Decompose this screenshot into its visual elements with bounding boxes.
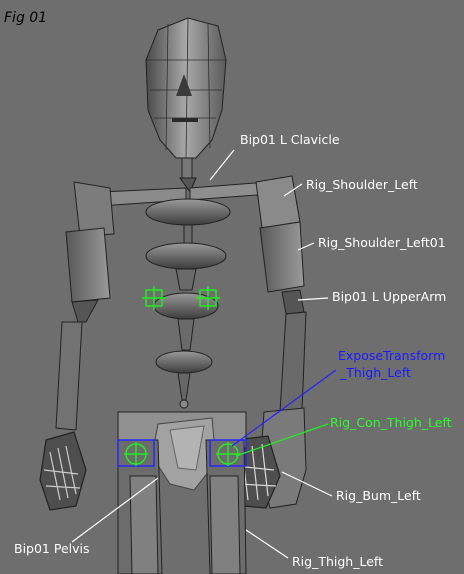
- label-expose-transform-line2: _Thigh_Left: [339, 365, 411, 380]
- label-rig-thigh-left: Rig_Thigh_Left: [292, 554, 383, 569]
- right-arm-mesh: [39, 181, 115, 511]
- leg-mesh: [117, 439, 247, 574]
- figure-title: Fig 01: [4, 10, 47, 26]
- label-rig-shoulder-left01: Rig_Shoulder_Left01: [318, 235, 446, 250]
- label-bip01-pelvis: Bip01 Pelvis: [14, 541, 90, 556]
- label-rig-con-thigh-left: Rig_Con_Thigh_Left: [330, 415, 452, 430]
- leader-upperarm: [297, 297, 329, 301]
- head-mesh: [145, 17, 227, 159]
- leader-pelvis: [71, 477, 159, 543]
- label-bip01-l-clavicle: Bip01 L Clavicle: [240, 132, 340, 147]
- leader-con-thigh: [235, 423, 329, 457]
- leader-lines: [71, 149, 337, 559]
- pelvis-mesh: [117, 411, 247, 491]
- leader-thigh: [245, 529, 289, 559]
- label-expose-transform-line1: ExposeTransform: [338, 348, 445, 363]
- neck-bones: [179, 157, 197, 194]
- leader-expose-transform: [231, 369, 337, 447]
- leader-clavicle: [209, 149, 235, 181]
- right-hand-mesh: [39, 431, 87, 511]
- leader-shoulder: [283, 183, 303, 197]
- label-rig-shoulder-left: Rig_Shoulder_Left: [306, 177, 418, 192]
- chest-rig-helpers: [142, 286, 220, 310]
- label-bip01-l-upperarm: Bip01 L UpperArm: [332, 289, 446, 304]
- leader-shoulder01: [297, 242, 315, 251]
- leader-bum: [281, 471, 333, 497]
- spine-mesh: [145, 198, 231, 409]
- label-rig-bum-left: Rig_Bum_Left: [336, 488, 421, 503]
